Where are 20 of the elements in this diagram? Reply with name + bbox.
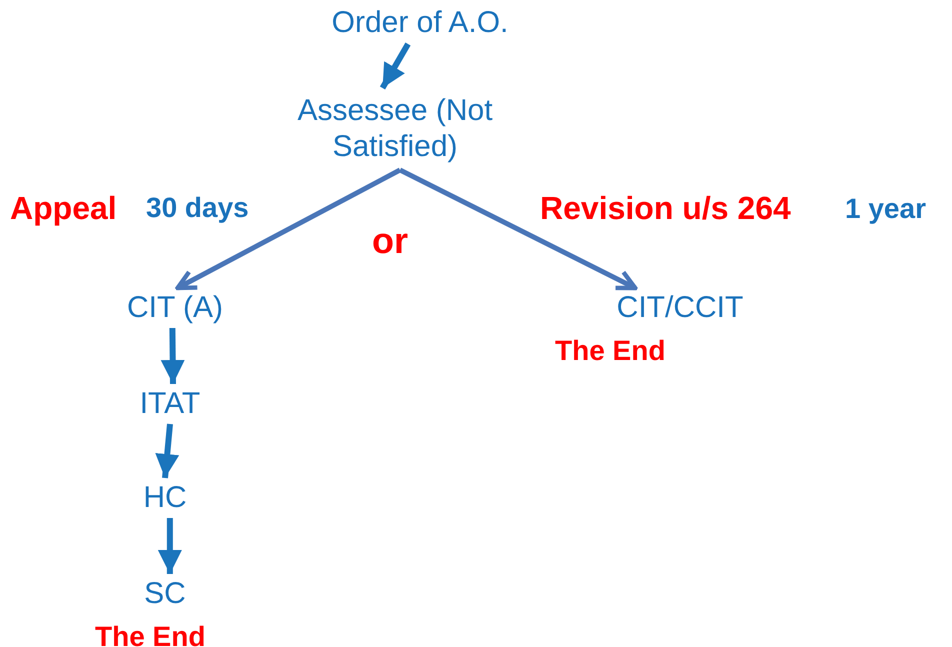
node-label: ITAT — [140, 386, 200, 422]
arrow — [175, 168, 402, 290]
arrow — [398, 168, 638, 290]
branch-label: Appeal — [10, 189, 117, 228]
node-label: SC — [144, 576, 186, 612]
node-label: HC — [143, 480, 187, 516]
branch-label: or — [372, 219, 408, 263]
arrow — [158, 518, 182, 574]
end-note: The End — [555, 334, 666, 368]
node-label: CIT/CCIT — [616, 290, 744, 326]
branch-label: 1 year — [845, 192, 926, 226]
arrow — [380, 42, 411, 90]
arrow — [160, 328, 185, 384]
branch-label: 30 days — [146, 191, 249, 225]
node-label: Order of A.O. — [332, 5, 508, 41]
branch-label: Revision u/s 264 — [540, 189, 791, 228]
end-note: The End — [95, 620, 206, 647]
node-label: CIT (A) — [126, 290, 224, 326]
node-label: Assessee (Not Satisfied) — [296, 93, 494, 165]
arrow — [155, 424, 180, 478]
